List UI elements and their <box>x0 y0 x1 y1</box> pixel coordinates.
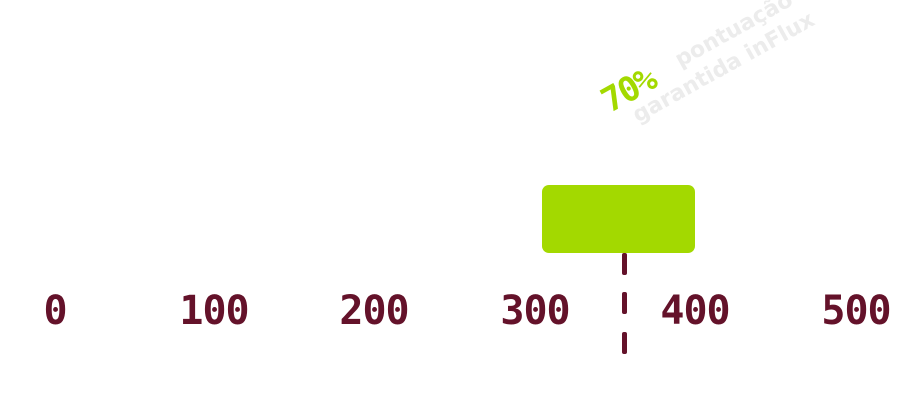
tick-label-500: 500 <box>821 288 891 334</box>
dash-segment <box>622 292 627 314</box>
tick-label-300: 300 <box>500 288 570 334</box>
score-marker-box <box>542 185 695 253</box>
dash-segment <box>622 253 627 275</box>
tick-label-400: 400 <box>660 288 730 334</box>
tick-label-200: 200 <box>339 288 409 334</box>
tick-label-0: 0 <box>43 288 67 334</box>
dash-segment <box>622 332 627 354</box>
tick-label-100: 100 <box>179 288 249 334</box>
